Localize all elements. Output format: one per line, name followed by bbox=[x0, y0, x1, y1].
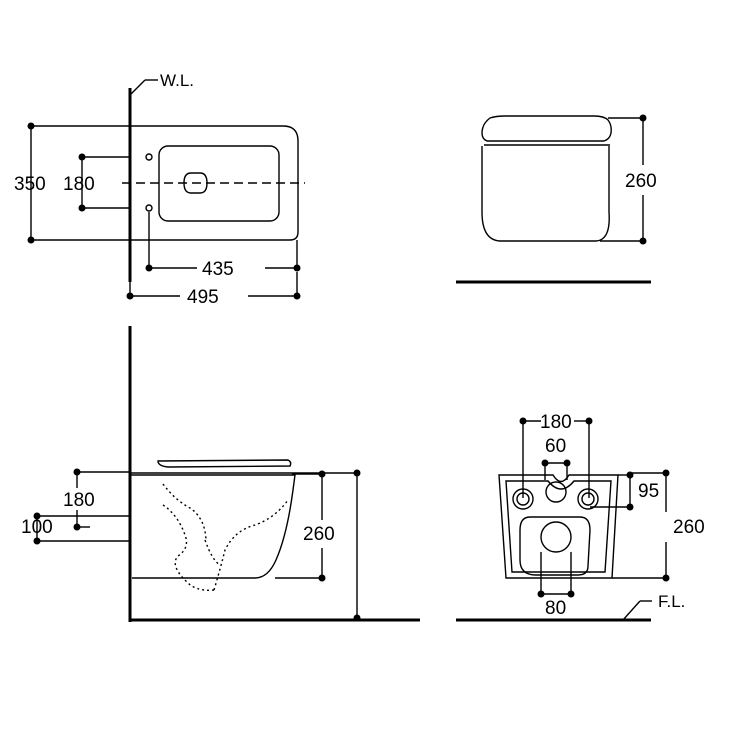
dim-label-350: 350 bbox=[14, 174, 46, 195]
wall-line-label: W.L. bbox=[160, 71, 194, 90]
dim-label-side-260: 260 bbox=[303, 524, 335, 545]
dim-dot bbox=[662, 574, 670, 582]
rear-outlet bbox=[540, 521, 572, 553]
front-bowl bbox=[481, 146, 610, 242]
dim-label-side-180: 180 bbox=[63, 490, 95, 511]
dim-dot bbox=[78, 204, 86, 212]
rear-fixing-hole bbox=[581, 492, 595, 506]
dimension-dots bbox=[27, 114, 670, 622]
dim-label-435: 435 bbox=[202, 259, 234, 280]
dim-dot bbox=[145, 264, 153, 272]
dim-label-side-100: 100 bbox=[21, 517, 53, 538]
dim-label-rear-180: 180 bbox=[540, 412, 572, 433]
dim-label-rear-60: 60 bbox=[545, 436, 566, 457]
front-view bbox=[456, 115, 651, 284]
rear-view bbox=[456, 419, 668, 622]
fl-leader bbox=[622, 600, 641, 621]
top-basin bbox=[158, 145, 280, 222]
side-bowl bbox=[130, 474, 296, 579]
dim-dot bbox=[293, 264, 301, 272]
dim-dot bbox=[626, 471, 634, 479]
side-trap-dotted bbox=[162, 504, 215, 591]
top-fixing-hole bbox=[145, 153, 153, 161]
rear-outline bbox=[498, 474, 619, 579]
dim-label-rear-80: 80 bbox=[545, 598, 566, 619]
dim-dot bbox=[662, 469, 670, 477]
dim-dot bbox=[27, 122, 35, 130]
dim-dot bbox=[33, 537, 41, 545]
side-view bbox=[36, 326, 420, 622]
dim-label-180: 180 bbox=[63, 174, 95, 195]
dim-dot bbox=[353, 614, 361, 622]
dim-dot bbox=[585, 417, 593, 425]
dim-dot bbox=[541, 459, 549, 467]
wl-leader bbox=[129, 79, 146, 96]
dim-dot bbox=[293, 292, 301, 300]
rear-fixing-hole bbox=[577, 488, 599, 510]
floor-line-label: F.L. bbox=[658, 592, 685, 611]
dim-label-front-260: 260 bbox=[625, 171, 657, 192]
dim-dot bbox=[126, 292, 134, 300]
dim-dot bbox=[639, 237, 647, 245]
dim-dot bbox=[318, 574, 326, 582]
rear-inlet bbox=[545, 481, 567, 503]
dim-dot bbox=[318, 470, 326, 478]
side-trap-dotted bbox=[213, 499, 289, 591]
rear-outlet-socket bbox=[519, 516, 591, 576]
top-view bbox=[30, 79, 305, 298]
dim-label-495: 495 bbox=[187, 287, 219, 308]
top-fixing-hole bbox=[145, 204, 153, 212]
top-outlet bbox=[183, 172, 208, 194]
dim-dot bbox=[567, 590, 575, 598]
rear-inner-outline bbox=[505, 480, 612, 573]
dim-dot bbox=[537, 590, 545, 598]
side-trap-dotted bbox=[204, 539, 221, 566]
dim-dot bbox=[519, 417, 527, 425]
dim-dot bbox=[33, 512, 41, 520]
dim-dot bbox=[563, 459, 571, 467]
dim-dot bbox=[27, 236, 35, 244]
dim-dot bbox=[353, 469, 361, 477]
front-seat bbox=[481, 115, 612, 142]
dim-dot bbox=[626, 503, 634, 511]
dim-dot bbox=[73, 523, 81, 531]
dim-label-rear-260: 260 bbox=[673, 517, 705, 538]
top-outline bbox=[131, 125, 299, 241]
dim-dot bbox=[78, 153, 86, 161]
dim-dot bbox=[639, 114, 647, 122]
dim-label-rear-95: 95 bbox=[638, 481, 659, 502]
side-seat bbox=[157, 459, 292, 468]
side-trap-dotted bbox=[162, 483, 207, 541]
dim-dot bbox=[73, 468, 81, 476]
